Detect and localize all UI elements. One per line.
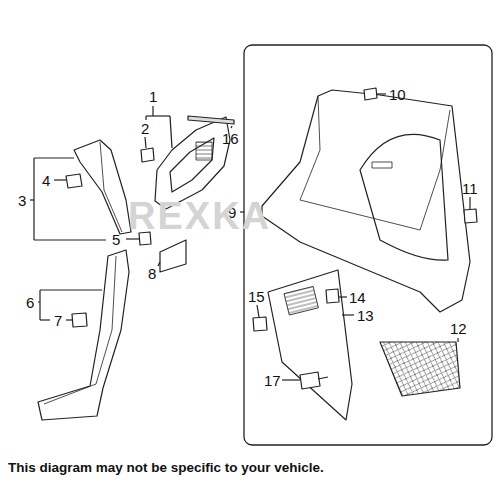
callout-number: 13 — [357, 308, 374, 323]
callout-number: 5 — [112, 232, 120, 247]
callout-number: 4 — [42, 173, 50, 188]
callout-number: 12 — [450, 321, 467, 336]
callout-number: 8 — [148, 266, 156, 281]
callout-number: 16 — [222, 131, 239, 146]
callout-number: 3 — [18, 193, 26, 208]
callout-number: 17 — [264, 373, 281, 388]
callout-number: 14 — [349, 290, 366, 305]
caption: This diagram may not be specific to your… — [8, 460, 324, 475]
callout-number: 6 — [26, 295, 34, 310]
callout-number: 2 — [141, 121, 149, 136]
callout-number: 15 — [248, 289, 265, 304]
callout-number: 1 — [149, 89, 157, 104]
callout-number: 10 — [389, 87, 406, 102]
watermark: REXKA — [128, 197, 271, 235]
callout-number: 11 — [462, 181, 478, 196]
callout-number: 7 — [54, 313, 62, 328]
